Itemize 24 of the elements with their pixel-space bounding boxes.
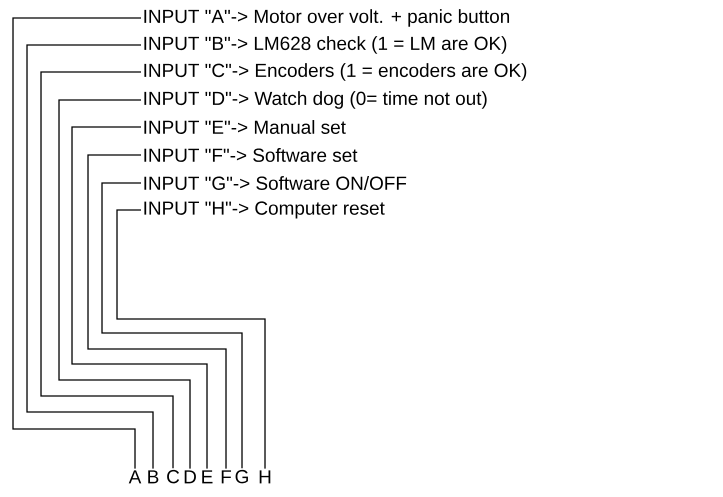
pin-letter: F bbox=[222, 470, 232, 484]
connector-line bbox=[101, 182, 243, 468]
pin-letter: A bbox=[128, 470, 142, 484]
input-label: INPUT "F"-> Software set bbox=[144, 148, 358, 162]
input-label: INPUT "D"-> Watch dog (0= time not out) bbox=[144, 91, 487, 109]
pin-letter: B bbox=[148, 470, 158, 484]
input-label: INPUT "C"-> Encoders (1 = encoders are OK) bbox=[144, 63, 526, 81]
pin-letter: D bbox=[184, 470, 196, 484]
pin-letter: H bbox=[260, 470, 270, 484]
input-label: INPUT "G"-> Software ON/OFF bbox=[144, 176, 406, 190]
connector-line bbox=[58, 99, 191, 469]
connector-line bbox=[116, 209, 266, 469]
connector-line bbox=[26, 44, 154, 469]
pin-letter: E bbox=[202, 470, 212, 484]
connector-line bbox=[71, 126, 208, 469]
input-label: INPUT "H"-> Computer reset bbox=[144, 201, 385, 219]
pin-letter: G bbox=[236, 470, 248, 484]
input-label: INPUT "E"-> Manual set bbox=[144, 120, 346, 134]
input-label: INPUT "B"-> LM628 check (1 = LM are OK) bbox=[144, 36, 506, 54]
connector-line bbox=[87, 154, 227, 469]
connector-line bbox=[12, 17, 141, 469]
connector-line bbox=[40, 71, 174, 468]
input-label: INPUT "A"-> Motor over volt. + panic button bbox=[144, 9, 510, 27]
pin-letter: C bbox=[167, 470, 180, 484]
